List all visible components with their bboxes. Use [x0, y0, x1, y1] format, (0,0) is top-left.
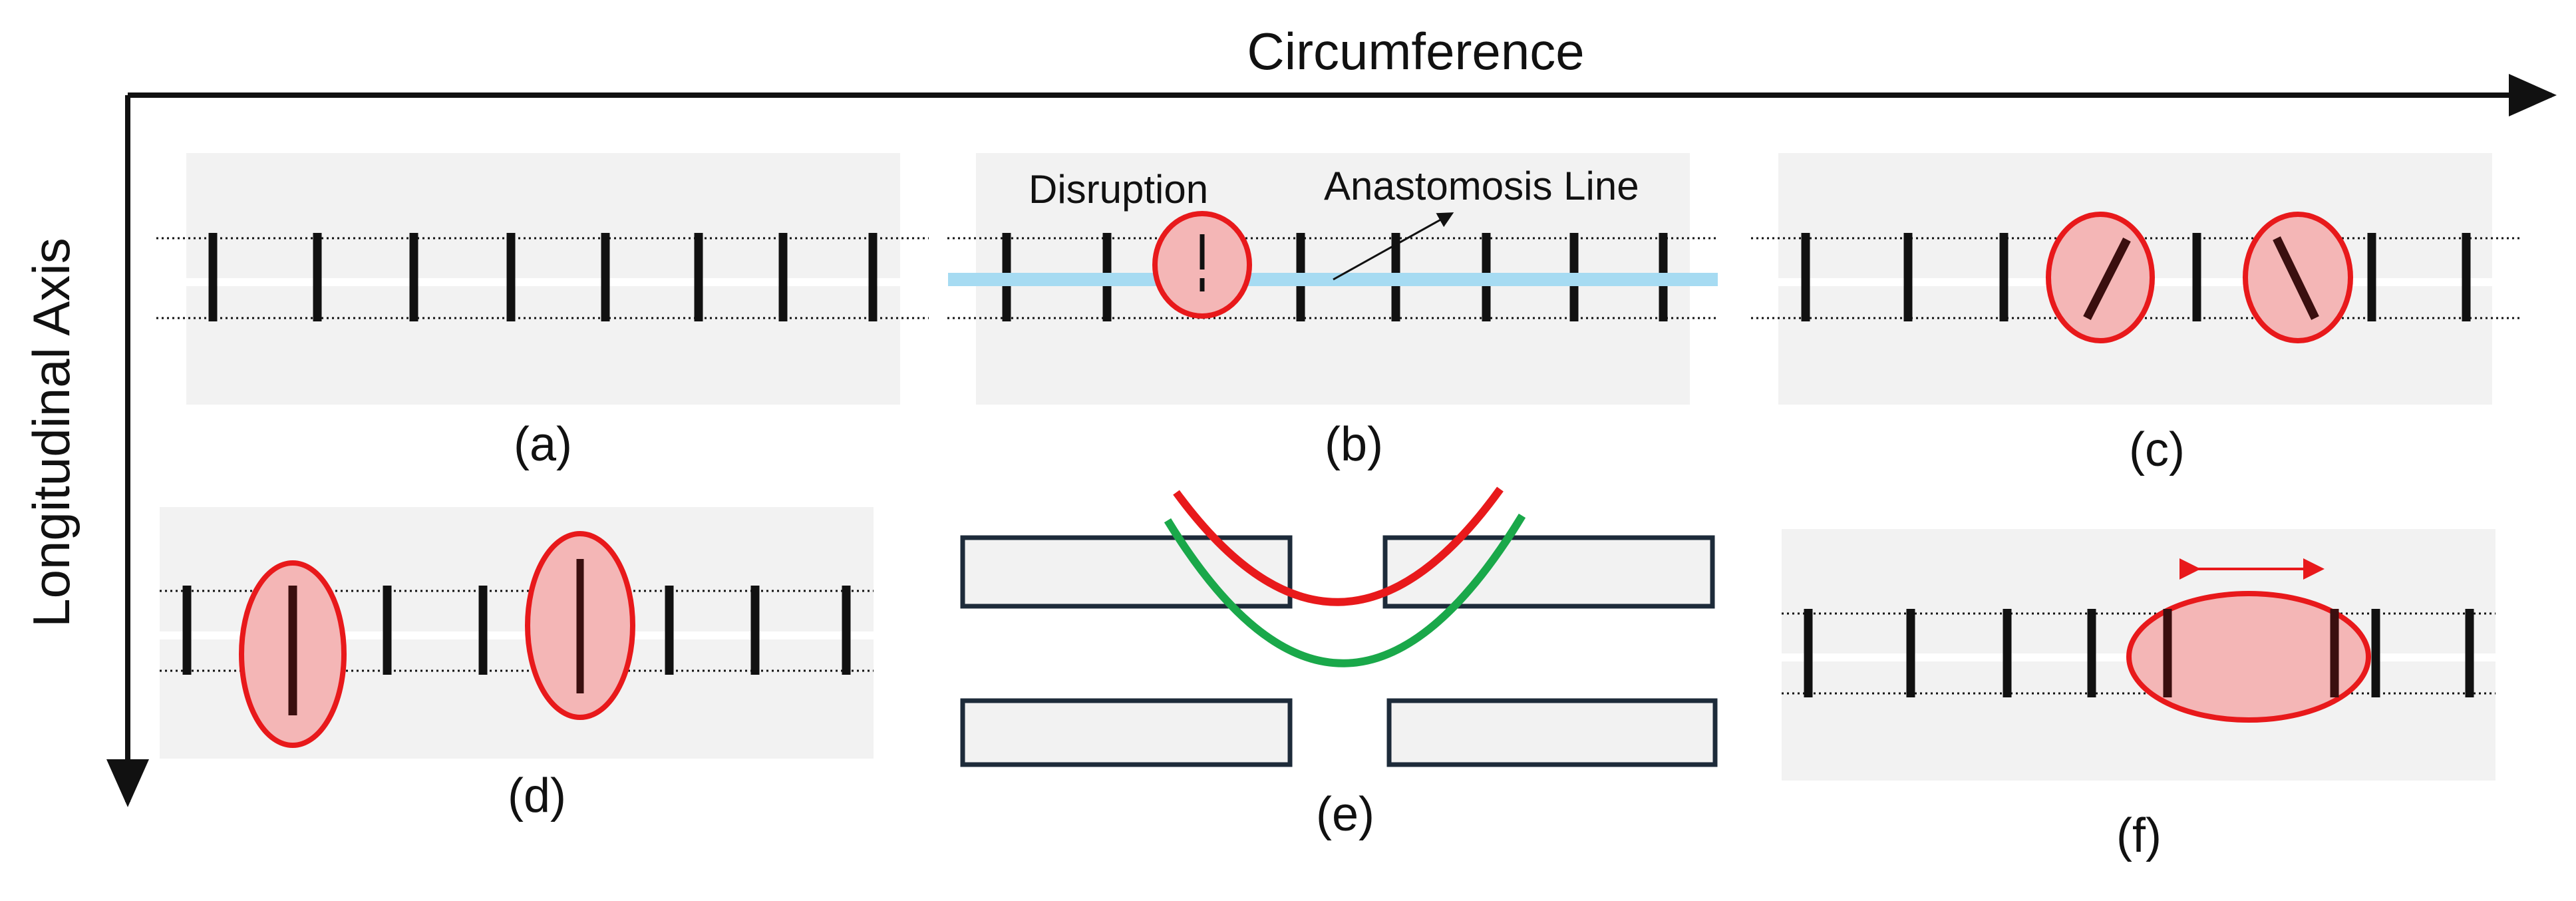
- tissue-block-top-right: [1382, 535, 1715, 609]
- green-arc: [1164, 513, 1526, 667]
- panel-a-label: (a): [514, 418, 572, 471]
- tilted-staple-right: [2273, 236, 2319, 320]
- red-arc: [1173, 486, 1504, 606]
- panel-d-staples: [182, 586, 851, 675]
- panel-e-label: (e): [1316, 788, 1374, 841]
- tilted-staple-left: [2083, 238, 2131, 320]
- tilted-staple-highlight-left: [2046, 212, 2155, 343]
- horizontal-axis-title: Circumference: [1247, 22, 1584, 81]
- panel-a-staples: [208, 233, 878, 321]
- panel-f: (f): [1782, 529, 2496, 862]
- panel-b: Disruption Anastomosis Line (b): [947, 153, 1718, 471]
- anastomosis-line-annotation: Anastomosis Line: [1324, 164, 1639, 208]
- annotation-pointer-arrow-icon: [1333, 212, 1454, 281]
- panel-c-label: (c): [2129, 423, 2185, 476]
- panel-d: (d): [160, 507, 874, 822]
- vertical-axis-title: Longitudinal Axis: [22, 238, 80, 627]
- panel-f-staples-outside: [1804, 609, 2474, 697]
- tissue-block-top-left: [960, 535, 1293, 609]
- panel-b-label: (b): [1325, 418, 1383, 471]
- tissue-block-bottom-right: [1386, 698, 1718, 767]
- axes: Circumference Longitudinal Axis: [22, 22, 2557, 807]
- disruption-annotation: Disruption: [1029, 167, 1208, 212]
- panel-d-label: (d): [508, 769, 566, 822]
- wide-gap-highlight: [2126, 591, 2371, 723]
- panel-c-staples: [1801, 233, 2471, 321]
- panel-a: (a): [156, 153, 929, 471]
- panel-c: (c): [1751, 153, 2521, 476]
- tissue-block-bottom-left: [960, 698, 1293, 767]
- panel-e: (e): [960, 486, 1718, 841]
- panel-f-label: (f): [2116, 809, 2162, 862]
- panel-f-staples-inside: [2163, 609, 2339, 697]
